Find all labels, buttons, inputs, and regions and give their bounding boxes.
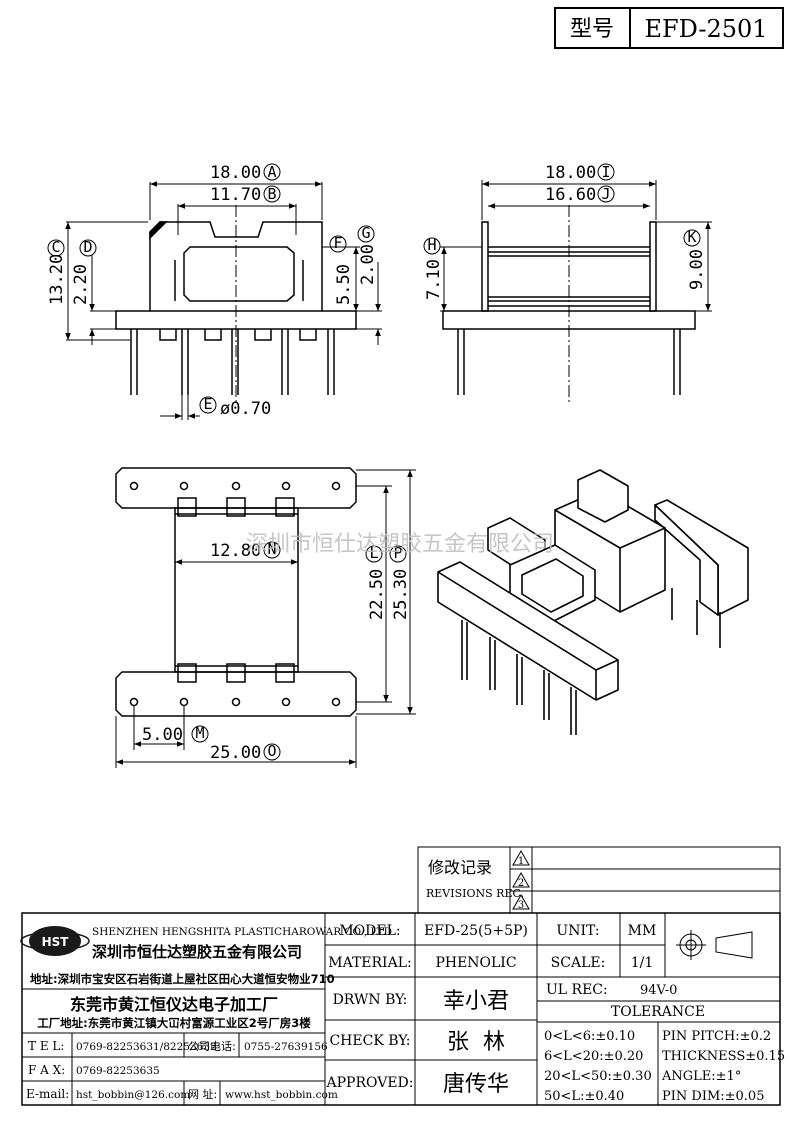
email-label: E-mail: bbox=[26, 1087, 69, 1101]
model-field-value: EFD-25(5+5P) bbox=[424, 923, 528, 939]
scale-label: SCALE: bbox=[551, 955, 606, 971]
check-by-value: 张 林 bbox=[447, 1030, 505, 1055]
dim-p-marker: P bbox=[393, 544, 402, 562]
bottom-view bbox=[115, 467, 416, 768]
revisions-table bbox=[417, 846, 781, 914]
dim-a-value: 18.00 bbox=[210, 163, 261, 183]
header-model-box: 型号 EFD-2501 bbox=[554, 7, 784, 49]
front-view bbox=[65, 181, 382, 420]
tel-value: 0769-82253631/82253632 bbox=[76, 1041, 217, 1053]
company-logo: HST bbox=[20, 926, 90, 956]
dim-p-value: 25.30 bbox=[391, 569, 411, 620]
factory-name: 东莞市黄江恒仪达电子加工厂 bbox=[70, 995, 278, 1014]
dim-n-value: 12.80 bbox=[210, 541, 261, 561]
revision-1: 1 bbox=[518, 856, 524, 867]
bottom-top-flange bbox=[115, 467, 357, 509]
dim-k-value: 9.00 bbox=[687, 249, 707, 290]
approved-label: APPROVED: bbox=[326, 1075, 414, 1091]
tolerance-title: TOLERANCE bbox=[611, 1004, 705, 1020]
dim-n-marker: N bbox=[267, 540, 276, 558]
front-view-dimensions: 18.00 A 11.70 B 13.20 C 2.20 D 5.50 F 2.… bbox=[47, 163, 378, 419]
dim-c-value: 13.20 bbox=[47, 254, 67, 305]
side-view-dimensions: 18.00 I 16.60 J H 7.10 K 9.00 bbox=[423, 163, 707, 300]
check-by-label: CHECK BY: bbox=[329, 1033, 410, 1049]
dim-h-marker: H bbox=[427, 236, 436, 254]
drawn-by-value: 幸小君 bbox=[443, 989, 509, 1014]
watermark: 深圳市恒仕达塑胶五金有限公司 bbox=[246, 532, 554, 557]
dim-f-marker: F bbox=[333, 234, 342, 252]
dim-g-value: 2.00 bbox=[358, 244, 378, 285]
ul-label: UL REC: bbox=[546, 982, 608, 998]
revisions-title-en: REVISIONS REC. bbox=[426, 887, 524, 900]
dim-e-value: ø0.70 bbox=[220, 399, 271, 419]
unit-value: MM bbox=[628, 923, 657, 939]
dim-k-marker: K bbox=[687, 228, 696, 246]
dim-j-value: 16.60 bbox=[545, 185, 596, 205]
email-value: hst_bobbin@126.com bbox=[76, 1089, 190, 1101]
dim-a-marker: A bbox=[267, 163, 276, 181]
dim-j-marker: J bbox=[601, 185, 610, 203]
tolerance-left-3: 20<L<50:±0.30 bbox=[544, 1069, 652, 1084]
web-value: www.hst_bobbin.com bbox=[225, 1089, 338, 1101]
dim-b-value: 11.70 bbox=[210, 185, 261, 205]
dim-c-marker: C bbox=[51, 238, 60, 256]
side-view bbox=[440, 180, 712, 402]
tolerance-right-2: THICKNESS±0.15 bbox=[662, 1049, 785, 1064]
tolerance-right-1: PIN PITCH:±0.2 bbox=[662, 1029, 771, 1044]
approved-value: 唐传华 bbox=[443, 1072, 509, 1097]
bottom-bottom-flange bbox=[115, 671, 357, 717]
scale-value: 1/1 bbox=[631, 955, 654, 971]
dim-f-value: 5.50 bbox=[334, 264, 354, 305]
tolerance-right-4: PIN DIM:±0.05 bbox=[662, 1089, 764, 1104]
bottom-view-dimensions: 12.80 N L 22.50 P 25.30 5.00 M 25.00 O bbox=[142, 540, 411, 763]
model-field-label: MODEL: bbox=[339, 923, 400, 939]
company-tel-value: 0755-27639156 bbox=[244, 1041, 328, 1053]
dim-i-value: 18.00 bbox=[545, 163, 596, 183]
bottom-winding-area bbox=[174, 507, 299, 673]
model-label: 型号 bbox=[570, 17, 614, 42]
tel-label: T E L: bbox=[28, 1039, 64, 1053]
revision-2: 2 bbox=[518, 878, 524, 889]
material-label: MATERIAL: bbox=[328, 955, 411, 971]
unit-label: UNIT: bbox=[556, 923, 599, 939]
revision-3: 3 bbox=[518, 900, 524, 911]
dim-d-marker: D bbox=[83, 238, 92, 256]
dim-o-value: 25.00 bbox=[210, 743, 261, 763]
fax-label: F A X: bbox=[28, 1063, 65, 1077]
web-label: 网 址: bbox=[188, 1087, 217, 1101]
company-tel-label: 公司电话: bbox=[188, 1040, 236, 1053]
material-value: PHENOLIC bbox=[435, 955, 516, 971]
logo-text: HST bbox=[42, 935, 70, 949]
tolerance-left-2: 6<L<20:±0.20 bbox=[544, 1049, 643, 1064]
isometric-view bbox=[437, 469, 749, 735]
dim-m-value: 5.00 bbox=[142, 725, 183, 745]
dim-i-marker: I bbox=[601, 163, 610, 181]
dim-h-value: 7.10 bbox=[424, 259, 444, 300]
company-name-en: SHENZHEN HENGSHITA PLASTICHAROWAR CO., L… bbox=[92, 926, 392, 938]
dim-d-value: 2.20 bbox=[71, 264, 91, 305]
tolerance-left-1: 0<L<6:±0.10 bbox=[544, 1029, 635, 1044]
dim-e-marker: E bbox=[203, 395, 212, 413]
dim-g-marker: G bbox=[361, 224, 370, 242]
ul-value: 94V-0 bbox=[640, 983, 677, 998]
title-block-grid bbox=[21, 912, 781, 1106]
dim-l-marker: L bbox=[369, 544, 378, 562]
fax-value: 0769-82253635 bbox=[76, 1065, 160, 1077]
drawn-by-label: DRWN BY: bbox=[333, 992, 408, 1008]
company-name-cn: 深圳市恒仕达塑胶五金有限公司 bbox=[92, 943, 302, 961]
model-number: EFD-2501 bbox=[644, 15, 767, 43]
front-window bbox=[183, 246, 295, 302]
dim-m-marker: M bbox=[195, 724, 204, 742]
revisions-title-cn: 修改记录 bbox=[428, 858, 492, 877]
dim-l-value: 22.50 bbox=[367, 569, 387, 620]
company-address: 地址:深圳市宝安区石岩街道上屋社区田心大道恒安物业710 bbox=[30, 972, 335, 986]
factory-address: 工厂地址:东莞市黄江镇大冚村富源工业区2号厂房3楼 bbox=[37, 1016, 311, 1030]
dim-o-marker: O bbox=[267, 742, 276, 760]
tolerance-left-4: 50<L:±0.40 bbox=[544, 1089, 624, 1104]
dim-b-marker: B bbox=[267, 185, 276, 203]
tolerance-right-3: ANGLE:±1° bbox=[661, 1069, 741, 1084]
